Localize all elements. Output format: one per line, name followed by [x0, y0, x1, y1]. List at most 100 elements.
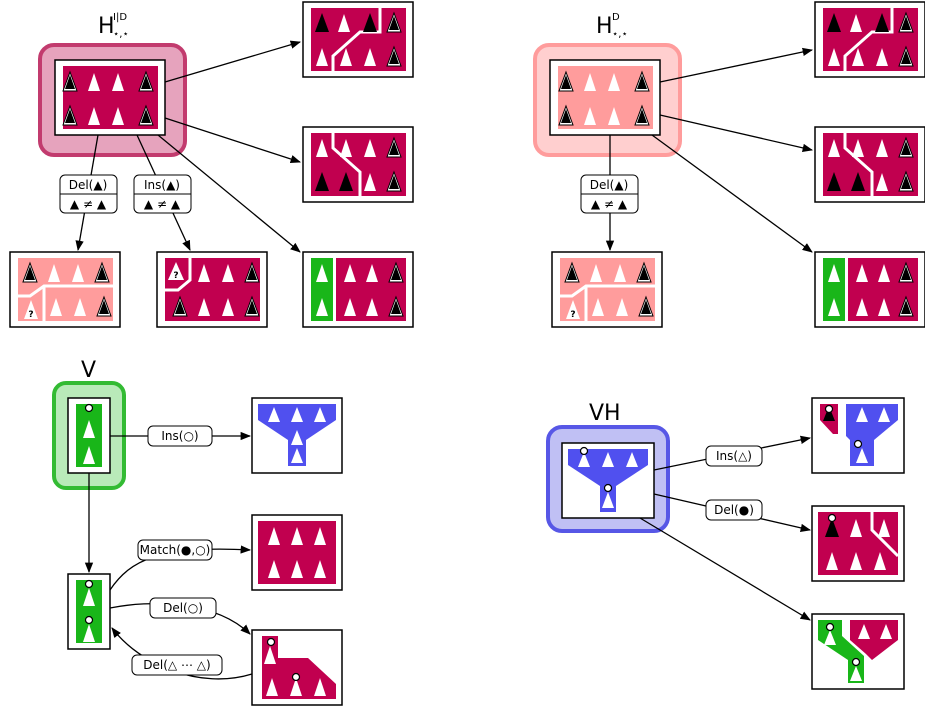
triangle-icon: [222, 264, 234, 282]
triangle-icon: [83, 420, 95, 438]
triangle-icon: [268, 527, 280, 545]
vh-del-label: Del(●): [705, 499, 763, 521]
node-icon: [824, 404, 834, 414]
triangle-icon: [83, 624, 95, 642]
hd-del-label-top: Del(▲): [590, 178, 629, 192]
triangle-icon: [856, 264, 868, 282]
triangle-icon: [291, 527, 303, 545]
hid-del-label-top: Del(▲): [69, 178, 108, 192]
node-icon: [825, 622, 835, 632]
node-icon: [291, 672, 301, 682]
triangle-icon: [856, 448, 868, 463]
triangle-icon: [878, 407, 890, 422]
v-title: V: [81, 358, 96, 383]
question-triangle-icon: [97, 266, 107, 280]
triangle-icon: [878, 298, 890, 316]
triangle-icon: [291, 448, 303, 463]
triangle-icon: [314, 560, 326, 578]
edge-vh-match: [639, 517, 811, 621]
hd-del-out-split: [560, 284, 655, 298]
question-triangle-icon: [566, 300, 580, 319]
question-triangle-icon: [901, 300, 911, 314]
hid-title-sup: I|D: [113, 12, 127, 23]
question-triangle-icon: [65, 109, 75, 123]
question-triangle-icon: [168, 262, 184, 280]
hd-title-main: H: [596, 14, 613, 39]
hd-del-label-bottom: ▲ ≠ ▲: [591, 197, 628, 211]
question-triangle-icon: [567, 266, 577, 280]
hd-out-mid-split: [843, 133, 874, 196]
v-match-label: Match(●,○): [137, 539, 213, 561]
hid-out-bot-green: [311, 258, 333, 321]
question-mark-icon: ?: [570, 310, 575, 320]
triangle-icon: [340, 48, 352, 66]
question-triangle-icon: [247, 300, 257, 314]
question-triangle-icon: [641, 300, 651, 314]
triangle-icon: [291, 430, 303, 445]
triangle-icon: [314, 678, 326, 696]
triangle-icon: [852, 48, 864, 66]
edge-hd-bot: [651, 134, 813, 253]
triangle-icon: [850, 666, 862, 681]
triangle-icon: [850, 552, 862, 570]
triangle-icon: [824, 630, 836, 645]
hid-ins-label-top: Ins(▲): [144, 178, 180, 192]
triangle-icon: [198, 298, 210, 316]
triangle-icon: [268, 560, 280, 578]
triangle-icon: [198, 264, 210, 282]
question-triangle-icon: [851, 172, 865, 191]
hid-out-mid-split: [331, 133, 362, 196]
question-triangle-icon: [637, 75, 647, 89]
triangle-icon: [366, 298, 378, 316]
hid-ins-label: Ins(▲) ▲ ≠ ▲: [133, 174, 192, 214]
vh-del-out-split: [870, 512, 900, 558]
triangle-icon: [314, 527, 326, 545]
question-triangle-icon: [363, 13, 377, 32]
question-triangle-icon: [901, 266, 911, 280]
question-triangle-icon: [247, 266, 257, 280]
triangle-icon: [50, 298, 62, 316]
node-icon: [603, 483, 613, 493]
question-triangle-icon: [901, 175, 911, 189]
v-ins-label-text: Ins(○): [161, 429, 198, 443]
triangle-icon: [850, 14, 862, 32]
triangle-icon: [874, 552, 886, 570]
triangle-icon: [878, 264, 890, 282]
triangle-icon: [88, 73, 100, 91]
triangles-layer: [48, 14, 892, 696]
triangle-icon: [856, 298, 868, 316]
question-triangle-icon: [901, 141, 911, 155]
triangle-icon: [72, 264, 84, 282]
question-triangle-icon: [141, 75, 151, 89]
hd-title-sup: D: [612, 12, 620, 23]
node-icon: [84, 615, 94, 625]
question-triangle-icon: [389, 50, 399, 64]
node-icon: [851, 657, 861, 667]
v-delseq-label: Del(△ ⋯ △): [131, 654, 223, 676]
triangle-icon: [876, 139, 888, 157]
triangle-icon: [876, 48, 888, 66]
triangle-icon: [602, 452, 614, 467]
triangle-icon: [316, 264, 328, 282]
node-icon: [266, 637, 276, 647]
triangle-icon: [828, 264, 840, 282]
triangle-icon: [83, 588, 95, 606]
triangle-icon: [602, 492, 614, 508]
triangle-icon: [291, 560, 303, 578]
edge-hid-bot: [157, 134, 301, 253]
triangle-icon: [852, 139, 864, 157]
question-triangle-icon: [24, 300, 38, 319]
question-triangle-icon: [823, 406, 835, 421]
triangle-icon: [340, 139, 352, 157]
triangle-icon: [880, 624, 892, 639]
triangle-icon: [608, 73, 620, 91]
vh-ins-label: Ins(△): [705, 445, 763, 467]
triangle-icon: [614, 264, 626, 282]
question-triangle-icon: [637, 109, 647, 123]
v-match-label-text: Match(●,○): [140, 543, 211, 557]
vh-title: VH: [589, 401, 621, 426]
unknown-triangles-layer: ? ?: [22, 11, 914, 537]
hid-del-label: Del(▲) ▲ ≠ ▲: [59, 174, 118, 214]
v-del-label-text: Del(○): [163, 601, 203, 615]
